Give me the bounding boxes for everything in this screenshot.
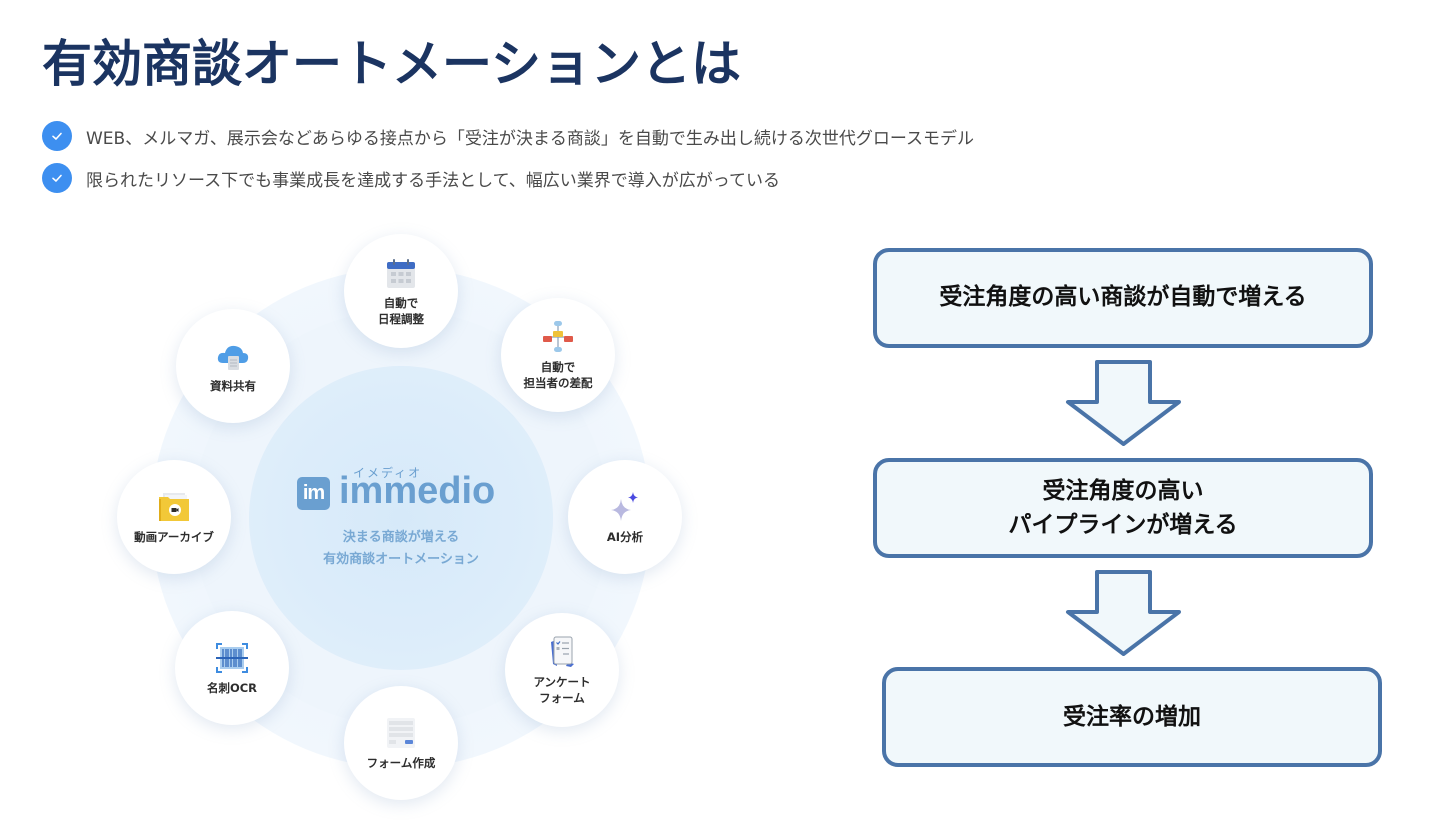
feature-assignment: 自動で 担当者の差配 [501,298,615,412]
check-icon [42,163,72,193]
feature-label: 自動で 担当者の差配 [523,360,593,390]
check-icon [42,121,72,151]
feature-form-builder: フォーム作成 [344,686,458,800]
calendar-icon [387,259,415,288]
feature-video-archive: 動画アーカイブ [117,460,231,574]
logo-wordmark: immedio [339,470,496,512]
bullet-text: WEB、メルマガ、展示会などあらゆる接点から「受注が決まる商談」を自動で生み出し… [86,128,975,149]
feature-label: フォーム作成 [366,756,436,770]
sparkle-icon [611,492,638,521]
flow-step-3: 受注率の増加 [882,667,1382,767]
feature-label: AI分析 [606,530,644,544]
page-title: 有効商談オートメーションとは [42,35,741,93]
survey-icon [551,636,574,667]
bullet-item: 限られたリソース下でも事業成長を達成する手法として、幅広い業界で導入が広がってい… [42,163,974,193]
flow-step-1: 受注角度の高い商談が自動で増える [873,248,1373,348]
feature-business-card-ocr: 名刺OCR [175,611,289,725]
video-folder-icon [159,493,189,521]
cloud-document-icon [217,345,249,370]
feature-label: 名刺OCR [206,681,258,695]
barcode-scan-icon [216,643,248,673]
feature-document-sharing: 資料共有 [176,309,290,423]
hub-subtitle-line1: 決まる商談が増える [342,530,460,545]
feature-label: 資料共有 [210,379,256,393]
flowchart-icon [543,321,573,352]
logo-kana: イメディオ [353,466,423,480]
immedio-feature-hub: im イメディオ immedio 決まる商談が増える 有効商談オートメーション … [117,234,682,800]
form-icon [387,718,415,748]
feature-label: アンケート フォーム [533,675,591,705]
feature-label: 自動で 日程調整 [378,296,424,326]
hub-center-circle [249,366,553,670]
down-arrow-icon [1066,570,1181,656]
flow-step-2: 受注角度の高い パイプラインが増える [873,458,1373,558]
bullet-item: WEB、メルマガ、展示会などあらゆる接点から「受注が決まる商談」を自動で生み出し… [42,121,974,151]
feature-survey-form: アンケート フォーム [505,613,619,727]
down-arrow-icon [1066,360,1181,446]
hub-subtitle-line2: 有効商談オートメーション [323,552,479,567]
feature-ai-analysis: AI分析 [568,460,682,574]
bullet-text: 限られたリソース下でも事業成長を達成する手法として、幅広い業界で導入が広がってい… [86,170,780,191]
immedio-logo: im イメディオ immedio [297,464,517,514]
bullet-list: WEB、メルマガ、展示会などあらゆる接点から「受注が決まる商談」を自動で生み出し… [42,121,974,205]
logo-mark-icon: im [297,477,330,510]
feature-scheduling: 自動で 日程調整 [344,234,458,348]
feature-label: 動画アーカイブ [134,530,214,544]
